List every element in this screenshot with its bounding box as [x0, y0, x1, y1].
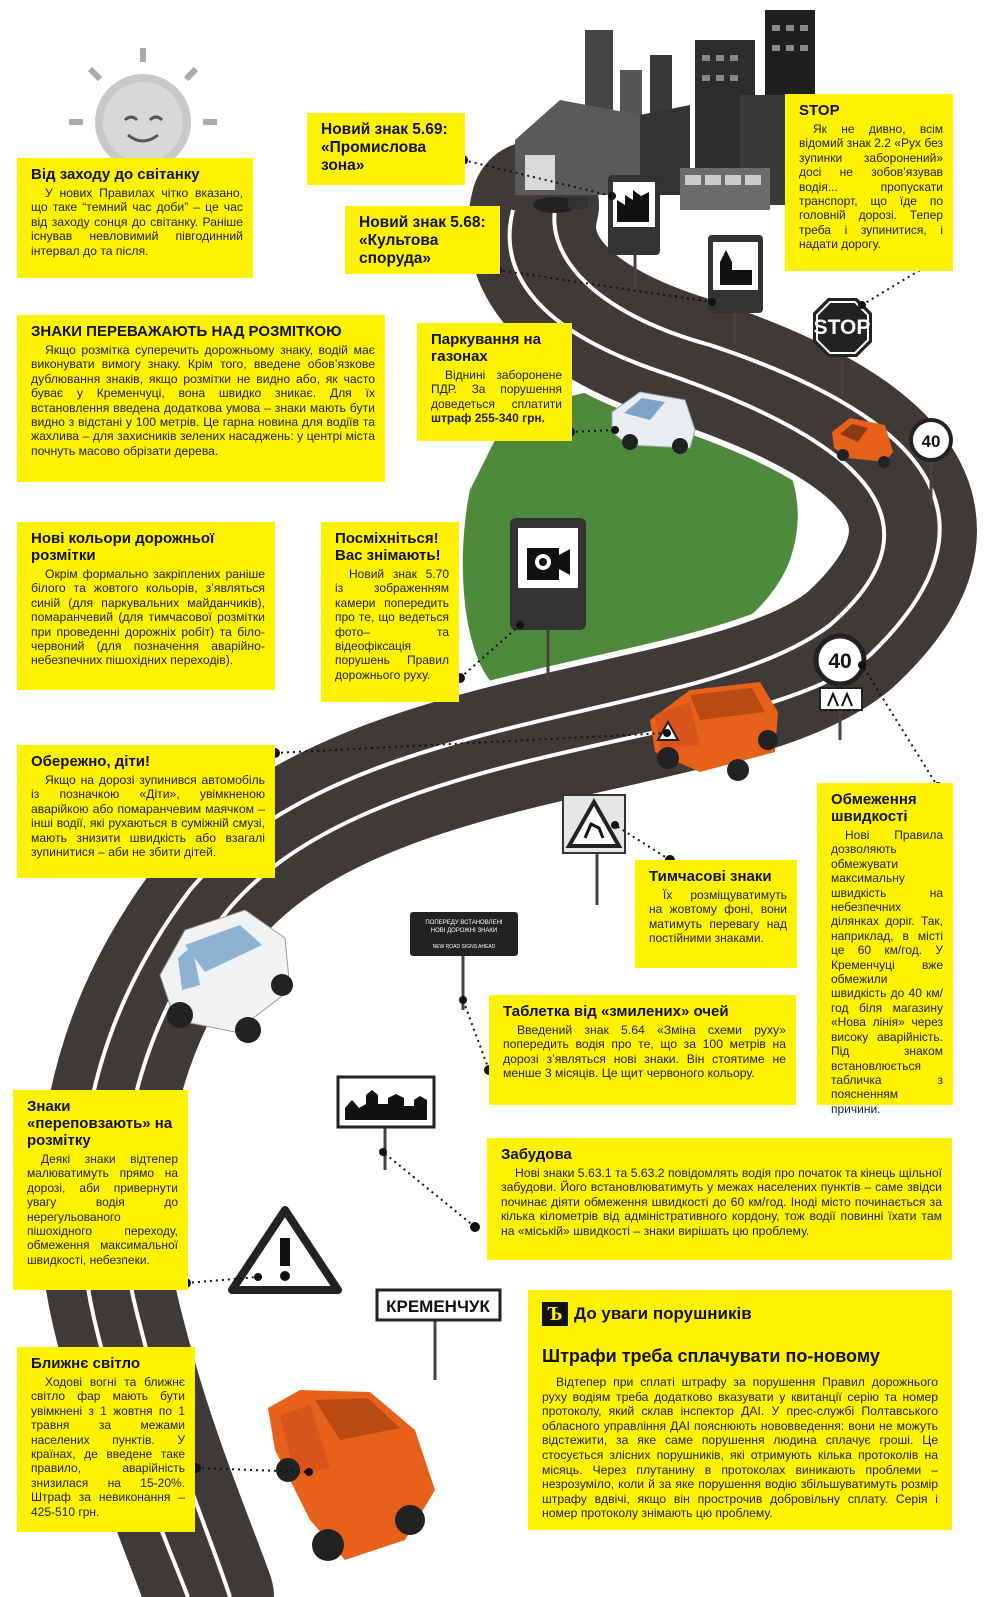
- fines-header: Ъ До уваги порушників: [542, 1302, 938, 1326]
- box-temporary-title: Тимчасові знаки: [649, 868, 772, 885]
- box-parking-text: Віднині заборонене ПДР. За порушення дов…: [431, 368, 562, 411]
- board-line-2: НОВІ ДОРОЖНІ ЗНАКИ: [431, 928, 497, 934]
- box-marking-colors-title: Нові кольори дорожньої розмітки: [31, 530, 215, 564]
- box-signs-over-text: Якщо розмітка суперечить дорожньому знак…: [31, 343, 375, 458]
- board-line-3: NEW ROAD SIGNS AHEAD: [433, 944, 496, 950]
- built-up-area-sign: [336, 1075, 436, 1170]
- temporary-sign: [562, 794, 626, 905]
- car-orange-lights: [253, 1373, 435, 1561]
- speed-limit-sign-large: 40: [813, 633, 867, 740]
- factory-skyline: [515, 10, 815, 213]
- box-parking-fine: штраф 255-340 грн.: [431, 411, 545, 426]
- connector-dots: [181, 155, 943, 1476]
- new-signs-board: ПОПЕРЕДУ ВСТАНОВЛЕНІ НОВІ ДОРОЖНІ ЗНАКИ …: [410, 912, 518, 1010]
- newspaper-logo: Ъ: [542, 1302, 568, 1326]
- box-stop-text: Як не дивно, всім відомий знак 2.2 «Рух …: [799, 122, 943, 252]
- box-pill: Таблетка від «змилених» очей Введений зн…: [489, 995, 796, 1105]
- box-signs-crawl: Знаки «переповзають» на розмітку Деякі з…: [13, 1090, 188, 1290]
- box-built-up: Забудова Нові знаки 5.63.1 та 5.63.2 пов…: [487, 1138, 952, 1260]
- connector-lines: [185, 159, 939, 1473]
- box-children-text: Якщо на дорозі зупинився автомобіль із п…: [31, 773, 265, 860]
- stop-sign-label: STOP: [814, 316, 871, 339]
- box-signs-over-title: ЗНАКИ ПЕРЕВАЖАЮТЬ НАД РОЗМІТКОЮ: [31, 323, 342, 340]
- danger-marking: [228, 1206, 342, 1294]
- speed-limit-sign-small: 40: [909, 418, 953, 505]
- car-small-dark: [543, 196, 588, 212]
- box-speed-limit: Обмеження швидкості Нові Правила дозволя…: [817, 783, 953, 1116]
- box-crawl-text: Деякі знаки відтепер малюватимуть прямо …: [27, 1152, 178, 1267]
- box-smile-title: Посміхніться! Вас знімають!: [335, 530, 441, 564]
- box-dusk-text: У нових Правилах чітко вказано, що таке …: [31, 186, 243, 258]
- cult-building-sign: [708, 235, 763, 345]
- speed-camera-sign: [510, 518, 586, 680]
- box-speed-limit-title: Обмеження швидкості: [831, 791, 917, 825]
- industrial-zone-sign: [608, 175, 660, 290]
- city-sign-label: КРЕМЕНЧУК: [386, 1297, 490, 1316]
- speed-sign-large-label: 40: [828, 650, 851, 673]
- car-orange-small: [832, 418, 893, 468]
- box-speed-limit-text: Нові Правила дозволяють обмежувати макси…: [831, 828, 943, 1116]
- road-lane-right: [120, 199, 942, 1597]
- car-white-road: [159, 909, 293, 1043]
- fines-text: Відтепер при сплаті штрафу за порушення …: [542, 1375, 938, 1521]
- box-stop-title: STOP: [799, 102, 840, 119]
- fines-headline: Штрафи треба сплачувати по-новому: [542, 1346, 880, 1366]
- speed-sign-small-label: 40: [922, 432, 941, 451]
- box-cult-building: Новий знак 5.68: «Культова споруда»: [345, 206, 500, 274]
- box-low-beam: Ближнє світло Ходові вогні та ближнє сві…: [17, 1347, 195, 1532]
- box-children: Обережно, діти! Якщо на дорозі зупинився…: [17, 745, 275, 878]
- road: [38, 141, 977, 1597]
- stop-sign: STOP: [813, 298, 872, 395]
- box-dusk: Від заходу до світанку У нових Правилах …: [17, 158, 253, 278]
- box-pill-text: Введений знак 5.64 «Зміна схеми руху» по…: [503, 1023, 786, 1081]
- city-sign: КРЕМЕНЧУК: [375, 1288, 502, 1380]
- box-temporary-signs: Тимчасові знаки Їх розміщуватимуть на жо…: [635, 860, 797, 968]
- box-children-title: Обережно, діти!: [31, 753, 151, 770]
- box-smile-text: Новий знак 5.70 із зображенням камери по…: [335, 567, 449, 682]
- road-lane-left: [78, 209, 887, 1597]
- box-dusk-title: Від заходу до світанку: [31, 166, 200, 183]
- box-temporary-text: Їх розміщуватимуть на жовтому фоні, вони…: [649, 888, 787, 946]
- box-built-up-text: Нові знаки 5.63.1 та 5.63.2 повідомлять …: [501, 1166, 942, 1238]
- box-industrial-zone-title: Новий знак 5.69: «Промислова зона»: [321, 121, 448, 174]
- box-low-beam-text: Ходові вогні та ближнє світло фар мають …: [31, 1375, 185, 1519]
- box-pill-title: Таблетка від «змилених» очей: [503, 1003, 729, 1020]
- box-built-up-title: Забудова: [501, 1146, 572, 1163]
- box-stop: STOP Як не дивно, всім відомий знак 2.2 …: [785, 94, 953, 271]
- fines-section-label: До уваги порушників: [574, 1304, 752, 1323]
- board-line-1: ПОПЕРЕДУ ВСТАНОВЛЕНІ: [425, 920, 503, 926]
- box-parking-title: Паркування на газонах: [431, 331, 541, 365]
- box-crawl-title: Знаки «переповзають» на розмітку: [27, 1098, 173, 1149]
- car-white-lawn: [611, 391, 696, 454]
- box-smile-camera: Посміхніться! Вас знімають! Новий знак 5…: [321, 522, 459, 702]
- box-signs-over-marking: ЗНАКИ ПЕРЕВАЖАЮТЬ НАД РОЗМІТКОЮ Якщо роз…: [17, 315, 385, 482]
- box-low-beam-title: Ближнє світло: [31, 1355, 141, 1372]
- fines-section: Ъ До уваги порушників Штрафи треба сплач…: [528, 1290, 952, 1530]
- box-cult-building-title: Новий знак 5.68: «Культова споруда»: [359, 214, 486, 267]
- sun-icon: [69, 48, 217, 196]
- box-marking-colors: Нові кольори дорожньої розмітки Окрім фо…: [17, 522, 275, 690]
- box-marking-colors-text: Окрім формально закріплених раніше білог…: [31, 567, 265, 668]
- box-industrial-zone: Новий знак 5.69: «Промислова зона»: [307, 113, 465, 185]
- box-parking: Паркування на газонах Віднині заборонене…: [417, 323, 572, 441]
